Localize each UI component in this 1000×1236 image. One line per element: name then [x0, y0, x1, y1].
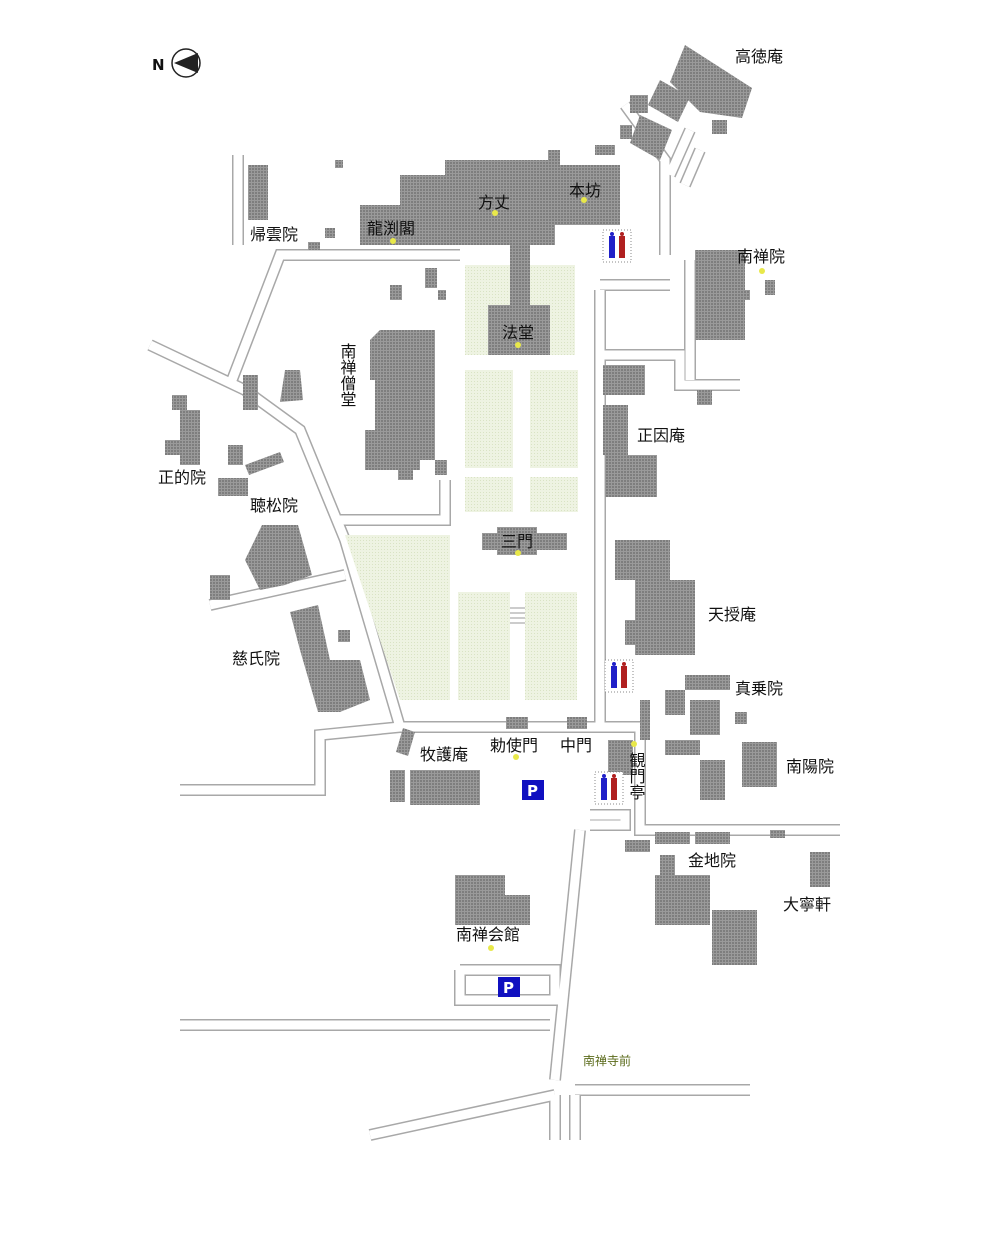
label-ryuenkaku: 龍渕閣: [367, 219, 415, 238]
restroom-icon: [602, 229, 632, 263]
label-bokugoan: 牧護庵: [420, 745, 468, 764]
north-label: N: [152, 56, 165, 74]
label-kaikan: 南禅会館: [456, 925, 520, 944]
restroom-icon: [594, 771, 624, 805]
label-chumon: 中門: [560, 736, 592, 755]
label-shinjoin: 真乗院: [735, 679, 783, 698]
buildings: [165, 45, 830, 965]
label-hatto: 法堂: [502, 323, 534, 342]
label-choshoin: 聴松院: [250, 496, 298, 515]
restroom-icon: [604, 659, 634, 693]
label-nanzenin: 南禅院: [737, 247, 785, 266]
label-nanyoin: 南陽院: [786, 757, 834, 776]
label-hojo: 方丈: [478, 193, 510, 212]
bus-stop-label: 南禅寺前: [583, 1053, 631, 1068]
label-kiunin: 帰雲院: [250, 225, 298, 244]
label-tenjuan: 天授庵: [708, 605, 756, 624]
label-konchiin: 金地院: [688, 851, 736, 870]
temple-labels: 高徳庵 方丈 本坊 龍渕閣 帰雲院 南禅院 法堂 南禅僧堂 正因庵 正的院 聴松…: [158, 47, 834, 1068]
label-kotokuan: 高徳庵: [735, 47, 783, 66]
label-sanmon: 三門: [501, 532, 533, 551]
label-shoinan: 正因庵: [637, 426, 685, 445]
parking-icon: P: [498, 977, 520, 997]
label-shotekiin: 正的院: [158, 468, 206, 487]
label-chokushimon: 勅使門: [490, 736, 538, 755]
label-kanmontei: 観門亭: [627, 752, 646, 800]
label-daineiken: 大寧軒: [783, 895, 831, 914]
svg-text:P: P: [527, 782, 538, 800]
steps: [510, 607, 525, 624]
label-jishiin: 慈氏院: [232, 649, 280, 668]
label-honbo: 本坊: [569, 181, 601, 200]
label-sodo: 南禅僧堂: [338, 343, 357, 407]
north-arrow-icon: N: [152, 48, 201, 78]
location-markers: [390, 197, 765, 951]
roads: [147, 101, 840, 1141]
parking-icon: P: [522, 780, 544, 800]
svg-text:P: P: [503, 979, 514, 997]
